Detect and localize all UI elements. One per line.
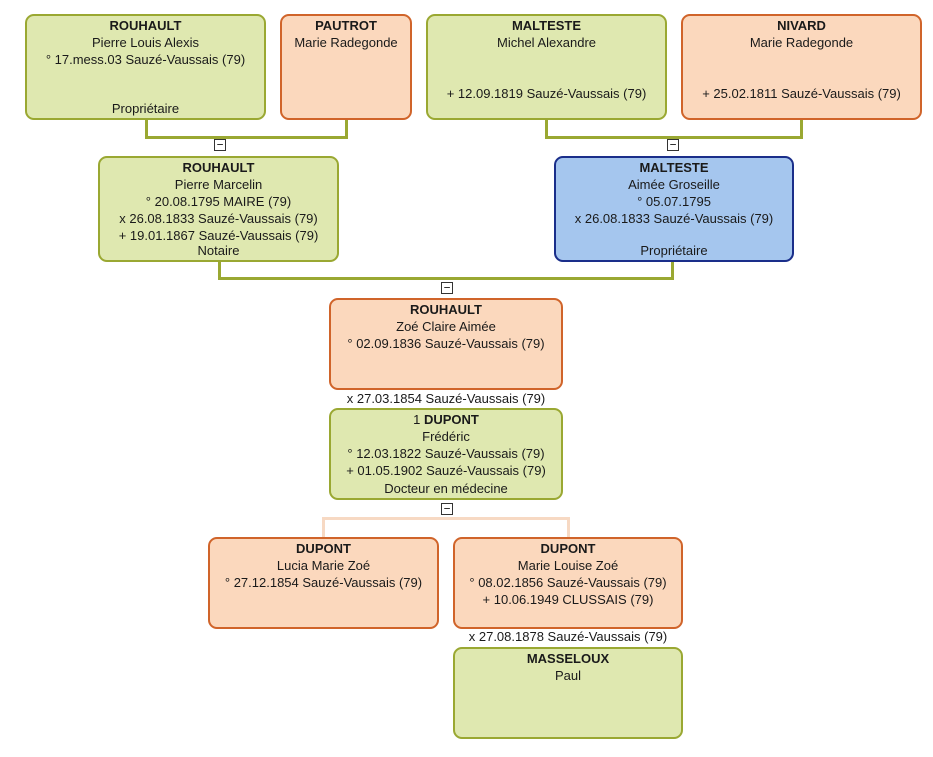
occupation: Docteur en médecine [384, 481, 508, 496]
collapse-toggle[interactable]: − [441, 282, 453, 294]
given-names: Lucia Marie Zoé [276, 558, 371, 573]
given-names: Marie Radegonde [749, 35, 854, 50]
person-card-malteste-aimee[interactable]: MALTESTE Aimée Groseille ° 05.07.1795 x … [554, 156, 794, 262]
connector-line [322, 517, 570, 520]
surname: MASSELOUX [526, 651, 610, 666]
given-names: Pierre Louis Alexis [92, 35, 199, 50]
person-card-dupont-lucia[interactable]: DUPONT Lucia Marie Zoé ° 27.12.1854 Sauz… [208, 537, 439, 629]
birth-info: ° 20.08.1795 MAIRE (79) [145, 194, 292, 209]
surname: PAUTROT [315, 18, 377, 33]
birth-info: ° 05.07.1795 [637, 194, 711, 209]
surname: DUPONT [423, 412, 479, 427]
connector-line [145, 118, 148, 139]
person-card-masseloux-paul[interactable]: MASSELOUX Paul [453, 647, 683, 739]
given-names: Marie Louise Zoé [517, 558, 619, 573]
person-card-nivard[interactable]: NIVARD Marie Radegonde + 25.02.1811 Sauz… [681, 14, 922, 120]
given-names: Pierre Marcelin [174, 177, 263, 192]
spouse-heading: 1 DUPONT [331, 411, 561, 428]
marriage-info: x 26.08.1833 Sauzé-Vaussais (79) [574, 211, 774, 226]
connector-line [671, 260, 674, 280]
connector-line [800, 118, 803, 139]
death-info: + 10.06.1949 CLUSSAIS (79) [482, 592, 654, 607]
marriage-info: x 26.08.1833 Sauzé-Vaussais (79) [119, 211, 318, 226]
given-names: Zoé Claire Aimée [396, 319, 496, 334]
surname: MALTESTE [639, 160, 709, 175]
person-card-rouhault-zoe[interactable]: ROUHAULT Zoé Claire Aimée ° 02.09.1836 S… [329, 298, 563, 390]
given-names: Frédéric [422, 429, 470, 444]
collapse-toggle[interactable]: − [667, 139, 679, 151]
surname: DUPONT [296, 541, 351, 556]
surname: ROUHAULT [109, 18, 182, 33]
occupation: Notaire [197, 243, 240, 258]
person-card-malteste-michel[interactable]: MALTESTE Michel Alexandre + 12.09.1819 S… [426, 14, 667, 120]
collapse-toggle[interactable]: − [214, 139, 226, 151]
connector-line [545, 118, 548, 139]
birth-info: ° 12.03.1822 Sauzé-Vaussais (79) [347, 446, 545, 461]
given-names: Marie Radegonde [294, 35, 398, 50]
person-card-dupont-frederic[interactable]: 1 DUPONT Frédéric ° 12.03.1822 Sauzé-Vau… [329, 408, 563, 500]
surname: MALTESTE [511, 18, 582, 33]
connector-line [567, 517, 570, 539]
birth-info: ° 17.mess.03 Sauzé-Vaussais (79) [45, 52, 246, 67]
surname: NIVARD [777, 18, 826, 33]
collapse-toggle[interactable]: − [441, 503, 453, 515]
death-info: + 01.05.1902 Sauzé-Vaussais (79) [346, 463, 546, 478]
birth-info: ° 27.12.1854 Sauzé-Vaussais (79) [224, 575, 423, 590]
person-card-rouhault-pierre-marcelin[interactable]: ROUHAULT Pierre Marcelin ° 20.08.1795 MA… [98, 156, 339, 262]
person-card-dupont-marie-louise[interactable]: DUPONT Marie Louise Zoé ° 08.02.1856 Sau… [453, 537, 683, 629]
marriage-label: x 27.08.1878 Sauzé-Vaussais (79) [468, 629, 668, 644]
marriage-label: x 27.03.1854 Sauzé-Vaussais (79) [346, 391, 546, 406]
birth-info: ° 08.02.1856 Sauzé-Vaussais (79) [469, 575, 667, 590]
given-names: Paul [554, 668, 582, 683]
occupation: Propriétaire [111, 101, 180, 116]
given-names: Aimée Groseille [628, 177, 720, 192]
connector-line [322, 517, 325, 539]
occupation: Propriétaire [640, 243, 708, 258]
death-info: + 19.01.1867 Sauzé-Vaussais (79) [118, 228, 319, 243]
birth-info: ° 02.09.1836 Sauzé-Vaussais (79) [347, 336, 545, 351]
connector-line [218, 260, 221, 280]
connector-line [145, 136, 348, 139]
surname: DUPONT [540, 541, 596, 556]
spouse-number: 1 [413, 412, 421, 427]
connector-line [545, 136, 803, 139]
death-info: + 25.02.1811 Sauzé-Vaussais (79) [702, 86, 901, 101]
surname: ROUHAULT [182, 160, 255, 175]
connector-line [218, 277, 674, 280]
person-card-rouhault-pierre-louis[interactable]: ROUHAULT Pierre Louis Alexis ° 17.mess.0… [25, 14, 266, 120]
given-names: Michel Alexandre [497, 35, 596, 50]
death-info: + 12.09.1819 Sauzé-Vaussais (79) [446, 86, 647, 101]
surname: ROUHAULT [410, 302, 482, 317]
connector-line [345, 118, 348, 139]
person-card-pautrot[interactable]: PAUTROT Marie Radegonde [280, 14, 412, 120]
